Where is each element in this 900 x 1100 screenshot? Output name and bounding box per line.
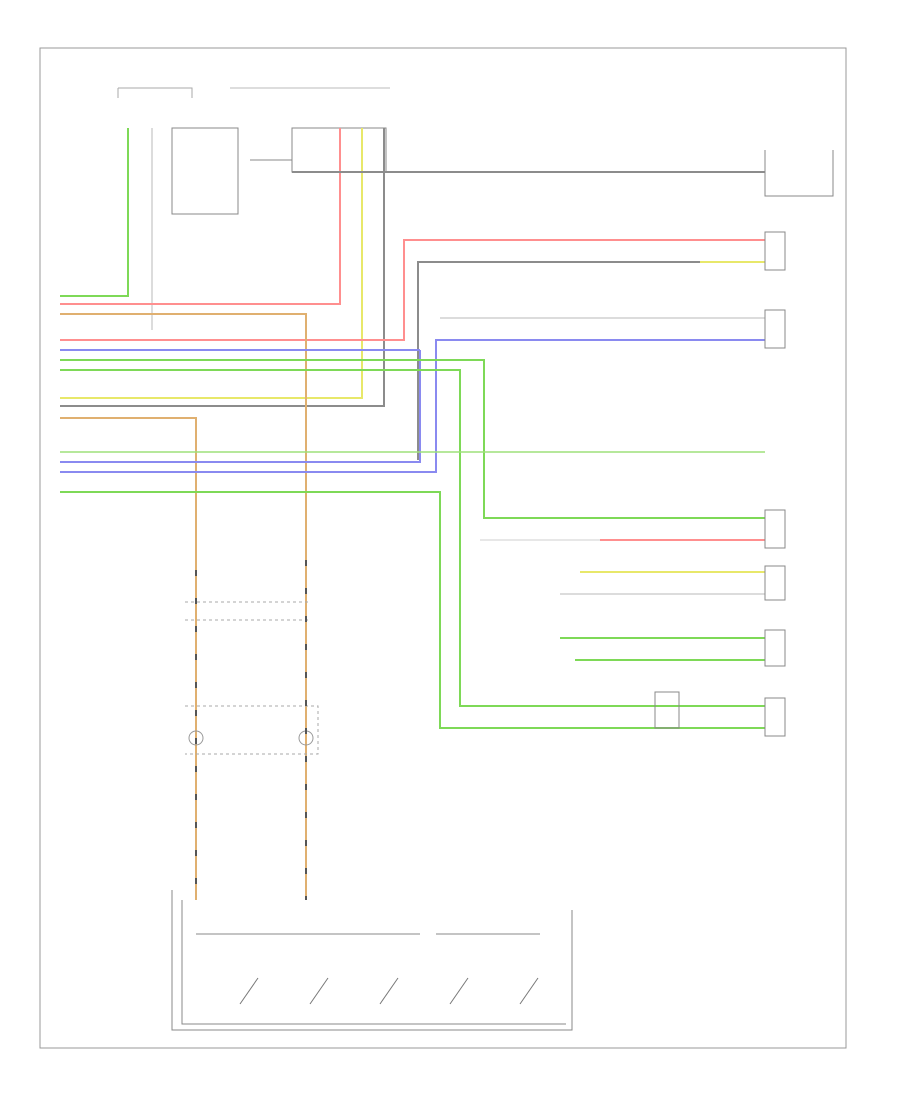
wire-green-1: [60, 128, 129, 297]
diagram-frame: [39, 47, 847, 1049]
wire-green-3: [60, 369, 765, 707]
wire-blue-3: [60, 350, 421, 463]
subwoofer-symbol: [764, 697, 786, 737]
dashed-leads: [195, 560, 307, 900]
top-right-component: [764, 150, 834, 197]
switch-contacts: [239, 977, 539, 1005]
speakers: [764, 231, 786, 737]
left-speaker-symbol: [764, 309, 786, 349]
wire-blue-2: [60, 339, 765, 473]
wire-orange-2: [60, 417, 197, 900]
wire-gray-2: [417, 261, 700, 460]
right-tweeter-symbol: [764, 565, 786, 601]
wire-yellow-1: [60, 128, 363, 399]
wire-red-2: [60, 239, 765, 341]
right-front-speaker-symbol: [764, 231, 786, 271]
wires: [60, 128, 765, 900]
wire-red-1: [60, 128, 341, 305]
top-connector: [117, 87, 390, 215]
switch-box: [171, 890, 573, 1031]
wire-green-5: [60, 491, 765, 729]
wire-green-2: [60, 359, 765, 519]
wire-orange-1: [60, 313, 307, 900]
mid-connectors: [185, 601, 680, 755]
wire-gray-1: [60, 128, 385, 407]
left-tweeter-symbol: [764, 629, 786, 667]
rear-speaker-symbol: [764, 509, 786, 549]
